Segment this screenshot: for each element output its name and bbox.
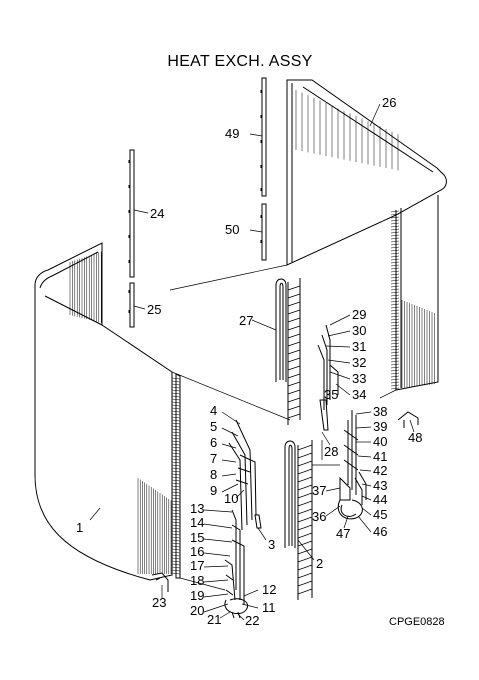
hairpin-tubes: [275, 278, 313, 600]
callout-41: 41: [373, 449, 387, 464]
callout-6: 6: [210, 435, 217, 450]
callout-18: 18: [190, 573, 204, 588]
lower-coil: [34, 242, 291, 591]
callout-32: 32: [352, 355, 366, 370]
piping-right: [337, 410, 367, 520]
callout-23: 23: [152, 595, 166, 610]
callout-36: 36: [312, 509, 326, 524]
callout-25: 25: [147, 302, 161, 317]
callout-22: 22: [245, 613, 259, 628]
callout-46: 46: [373, 524, 387, 539]
diagram-title: HEAT EXCH. ASSY: [167, 53, 312, 70]
callout-12: 12: [262, 582, 276, 597]
callout-35: 35: [324, 387, 338, 402]
piping-left: [224, 419, 262, 619]
callout-42: 42: [373, 463, 387, 478]
callout-48: 48: [408, 430, 422, 445]
callout-15: 15: [190, 530, 204, 545]
callout-10: 10: [224, 491, 238, 506]
callout-3: 3: [268, 537, 275, 552]
callout-38: 38: [373, 404, 387, 419]
callout-29: 29: [352, 307, 366, 322]
callout-30: 30: [352, 323, 366, 338]
callout-45: 45: [373, 507, 387, 522]
bracket-48: [397, 411, 419, 428]
callout-39: 39: [373, 419, 387, 434]
callout-2: 2: [316, 556, 323, 571]
callout-31: 31: [352, 339, 366, 354]
callout-16: 16: [190, 544, 204, 559]
bracket-23: [151, 572, 169, 592]
callout-27: 27: [239, 313, 253, 328]
callout-49: 49: [225, 126, 239, 141]
callout-4: 4: [210, 403, 217, 418]
callout-14: 14: [190, 515, 204, 530]
callout-21: 21: [207, 612, 221, 627]
callout-19: 19: [190, 588, 204, 603]
callout-11: 11: [262, 600, 276, 615]
callout-47: 47: [336, 526, 350, 541]
callout-50: 50: [225, 222, 239, 237]
callout-26: 26: [382, 95, 396, 110]
callout-44: 44: [373, 492, 387, 507]
callout-34: 34: [352, 387, 366, 402]
drawing-code: CPGE0828: [389, 616, 445, 628]
upper-coil: [169, 79, 447, 399]
callout-13: 13: [190, 501, 204, 516]
callout-7: 7: [210, 451, 217, 466]
callout-17: 17: [190, 558, 204, 573]
callout-5: 5: [210, 419, 217, 434]
callout-24: 24: [150, 206, 164, 221]
callout-8: 8: [210, 467, 217, 482]
callout-33: 33: [352, 371, 366, 386]
callout-9: 9: [210, 483, 217, 498]
callout-labels: 1 2 3 4 5 6 7 8 9 10 11 12 13 14 15 16 1…: [76, 95, 422, 628]
callout-37: 37: [312, 483, 326, 498]
leader-lines: [89, 103, 415, 621]
callout-1: 1: [76, 520, 83, 535]
callout-28: 28: [324, 444, 338, 459]
callout-43: 43: [373, 478, 387, 493]
side-plates: [128, 77, 267, 328]
callout-40: 40: [373, 434, 387, 449]
callout-20: 20: [190, 603, 204, 618]
